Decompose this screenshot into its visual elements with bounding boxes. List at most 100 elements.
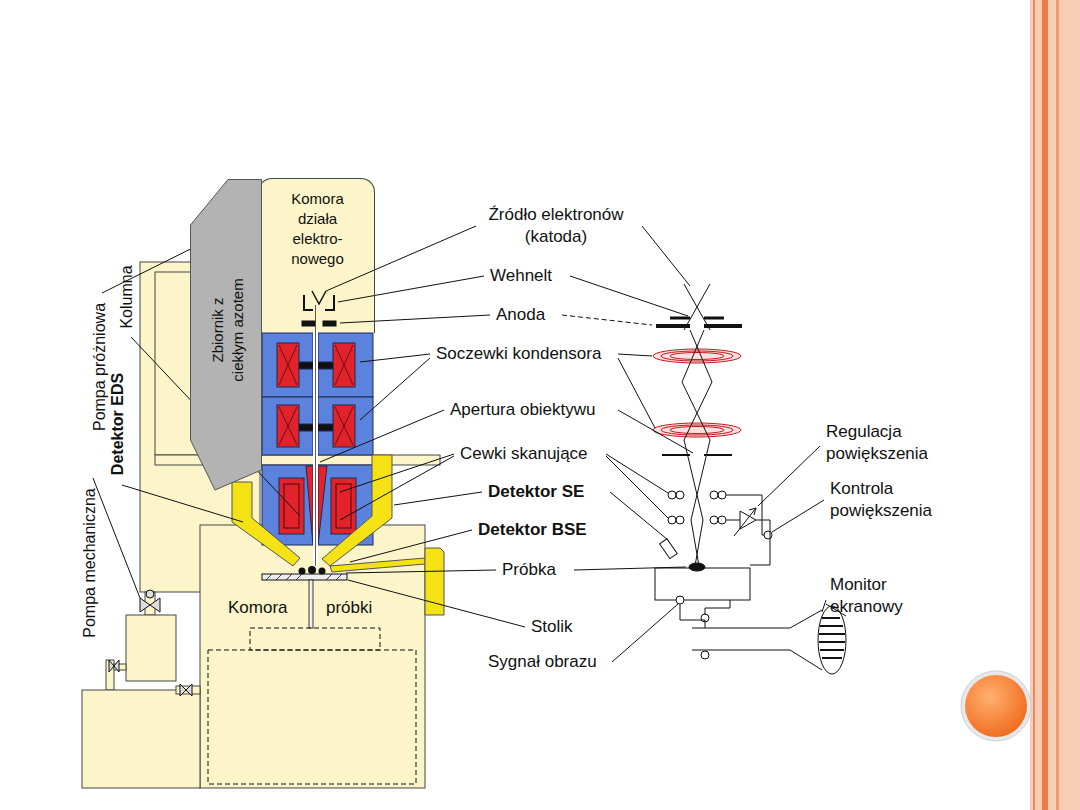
lens-ring	[661, 351, 733, 361]
leader-line	[360, 354, 430, 420]
lens-ring	[670, 427, 724, 434]
stage-plate	[262, 574, 347, 580]
gun-chamber: Komora działa elektro- nowego	[258, 178, 375, 333]
signal-wire	[680, 600, 730, 628]
side-stripe	[1042, 0, 1048, 810]
detector-label: Detektor SE	[488, 481, 584, 503]
tank-shape	[191, 180, 262, 491]
pumps	[82, 590, 200, 788]
valve	[109, 660, 119, 672]
leader-line	[772, 500, 824, 532]
objective-coil	[279, 478, 304, 534]
amplifier-symbol	[740, 511, 756, 529]
gun-chamber-fill	[258, 178, 375, 332]
cathode	[312, 291, 326, 304]
detector-label: Detektor BSE	[478, 519, 587, 541]
se-detector-symbol	[660, 539, 678, 559]
leader-line	[340, 454, 454, 520]
part-label: Apertura obiektywu	[450, 399, 596, 421]
stage-rod	[309, 580, 313, 628]
crt-screen	[818, 606, 846, 674]
node-text-group: Komora działa elektro- nowego	[276, 189, 360, 269]
crt-tube	[692, 610, 822, 670]
nitrogen-tank: Zbiornik z ciekłym azotem	[190, 178, 262, 492]
wehnelt-symbol	[670, 317, 724, 320]
pole-piece	[306, 466, 313, 545]
slide-dot-rim	[961, 671, 1031, 741]
leader-line	[610, 492, 668, 540]
chamber-label: próbki	[326, 597, 372, 619]
specimen-stage	[208, 566, 416, 784]
part-label: Monitor ekranowy	[830, 574, 940, 618]
specimen	[299, 568, 306, 575]
part-label: Wehnelt	[490, 265, 552, 287]
lens-ring	[661, 425, 733, 435]
valve	[180, 684, 192, 696]
side-band	[1030, 0, 1080, 810]
stage-drive	[208, 650, 416, 784]
anode-symbol	[656, 324, 742, 328]
leader-line	[122, 485, 243, 522]
beam-rays	[682, 330, 712, 566]
lens-ring	[670, 353, 724, 360]
part-label: Cewki skanujące	[460, 443, 588, 465]
raster-lines	[819, 618, 845, 658]
leader-line	[574, 567, 686, 570]
sample-symbol	[689, 563, 705, 571]
node-label: Komora działa elektro- nowego	[276, 189, 360, 269]
stage-hatch	[266, 574, 342, 580]
anode-plate	[302, 321, 315, 326]
source-cross	[684, 284, 710, 330]
leader-line	[618, 354, 655, 428]
control-label: Kontrola powiększenia	[830, 478, 955, 522]
part-label: Soczewki kondensora	[436, 343, 601, 365]
leader-line	[570, 276, 688, 316]
leader-line	[394, 492, 482, 505]
node-text-group: Zbiornik z ciekłym azotem	[208, 271, 248, 389]
leader-line	[612, 604, 678, 662]
leader-line	[320, 410, 444, 462]
leader-line	[340, 315, 490, 323]
leader-line	[93, 478, 140, 598]
part-label: Stolik	[531, 616, 573, 638]
pole-piece	[318, 466, 327, 545]
sample-chamber	[200, 525, 425, 788]
slide-dot	[965, 675, 1027, 737]
part-label: Próbka	[502, 559, 556, 581]
side-stripe	[1033, 0, 1035, 810]
specimen	[308, 566, 316, 574]
chamber-symbol	[655, 568, 750, 600]
part-label: Kolumna	[116, 265, 138, 328]
mechanical-pump	[82, 690, 200, 788]
leader-line	[350, 530, 472, 562]
leader-line	[606, 454, 668, 518]
stage-base	[250, 628, 380, 650]
signal-label: Sygnał obrazu	[488, 651, 597, 673]
aperture-symbol	[662, 454, 732, 456]
slide-border	[961, 0, 1080, 810]
specimen	[319, 568, 326, 575]
objective-coil	[331, 478, 356, 534]
wehnelt-cup	[304, 295, 334, 310]
electron-gun	[302, 291, 336, 326]
part-label: Pompa mechaniczna	[79, 488, 101, 637]
scan-coil-symbols	[668, 491, 726, 524]
side-stripe	[1056, 0, 1059, 810]
valve	[140, 598, 160, 612]
housing-band	[155, 455, 440, 465]
node-label: Zbiornik z ciekłym azotem	[208, 271, 248, 389]
lens-ring	[653, 349, 741, 363]
variable-arrow	[734, 508, 756, 536]
control-terminal	[764, 531, 772, 539]
lens-ring	[653, 423, 741, 437]
part-label: Pompa próżniowa	[89, 303, 111, 431]
part-label: Źródło elektronów (katoda)	[476, 204, 636, 248]
beam-schematic	[653, 284, 846, 674]
scan-wire	[750, 520, 770, 565]
leader-line	[642, 226, 690, 286]
scan-coil	[284, 484, 299, 528]
leader-line	[562, 315, 652, 325]
detector-label: Detektor EDS	[107, 373, 129, 475]
part-label: Anoda	[496, 304, 545, 326]
